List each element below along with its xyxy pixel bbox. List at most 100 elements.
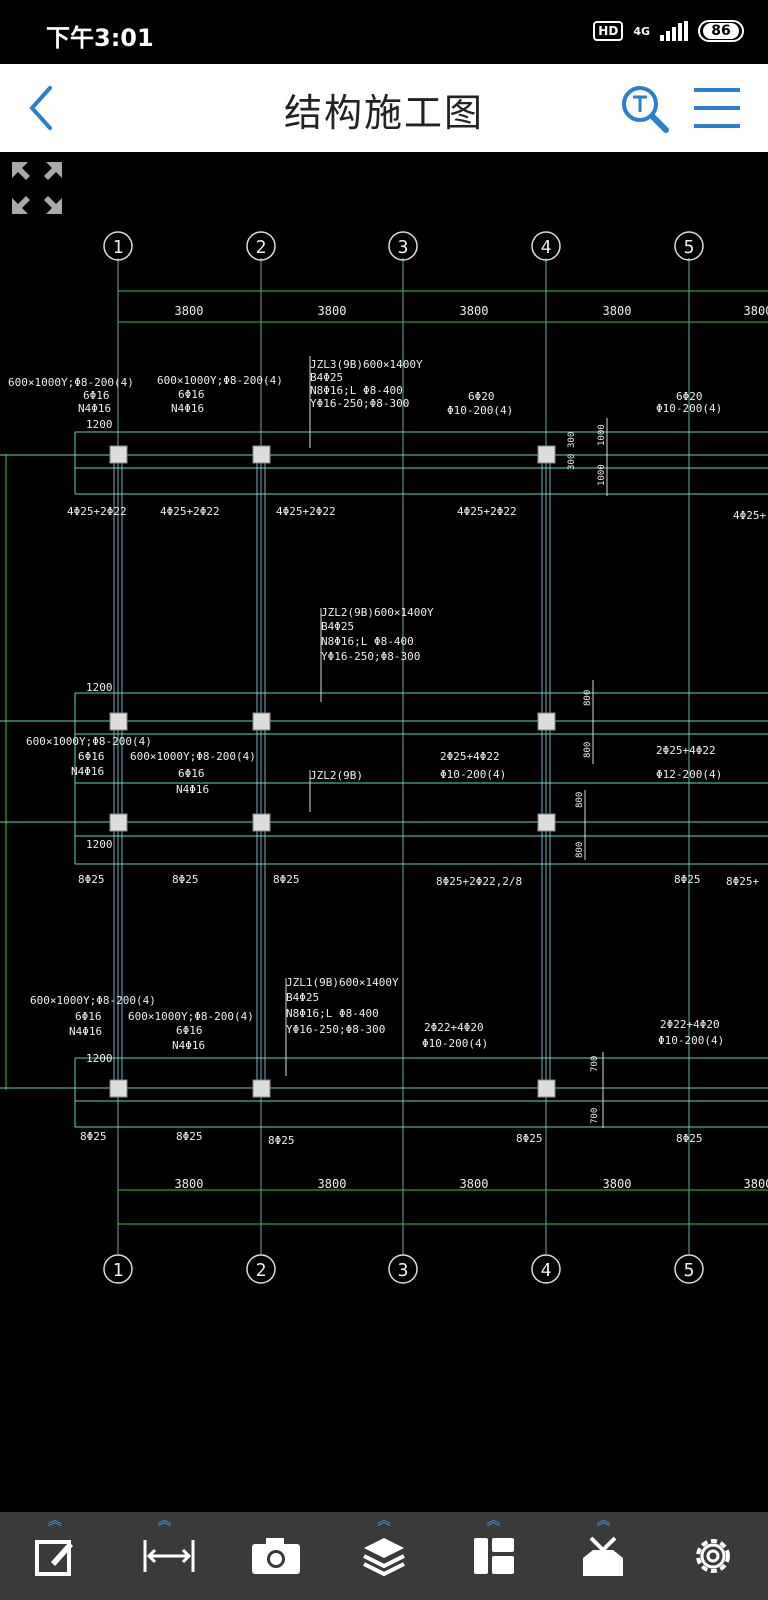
rebar-label: 4Φ25+2Φ22 <box>276 505 336 518</box>
back-icon[interactable] <box>22 82 62 134</box>
rebar-label: 6Φ16 <box>176 1024 203 1037</box>
span-dimension: 3800 <box>460 304 489 318</box>
rebar-label: Φ10-200(4) <box>422 1037 488 1050</box>
dimension: 1200 <box>86 418 113 431</box>
rebar-label: 4Φ25+2Φ22 <box>457 505 517 518</box>
rebar-label: 4Φ25+ <box>733 509 766 522</box>
span-dimension: 3800 <box>318 304 347 318</box>
measure-icon <box>143 1540 195 1572</box>
beam-label: YΦ16-250;Φ8-300 <box>321 650 420 663</box>
rebar-label: Φ10-200(4) <box>447 404 513 417</box>
axis-label: 2 <box>256 1260 267 1281</box>
span-dimension: 3800 <box>175 1177 204 1191</box>
dimension: 1200 <box>86 1052 113 1065</box>
rebar-label: 8Φ25 <box>516 1132 543 1145</box>
menu-icon[interactable] <box>692 84 742 132</box>
axis-label: 1 <box>113 237 124 258</box>
rebar-label: 8Φ25 <box>676 1132 703 1145</box>
dimension: 800 <box>583 690 593 706</box>
chevron-up-icon: ︽ <box>376 1513 391 1529</box>
rebar-label: 8Φ25 <box>176 1130 203 1143</box>
camera-tool-button[interactable] <box>234 1512 314 1600</box>
text-search-icon[interactable] <box>620 82 670 134</box>
beam-label: N8Φ16;L Φ8-400 <box>286 1007 379 1020</box>
beam-label: B4Φ25 <box>310 371 343 384</box>
app-bar: 结构施工图 <box>0 64 768 152</box>
chevron-up-icon: ︽ <box>157 1513 172 1529</box>
beam-label: YΦ16-250;Φ8-300 <box>286 1023 385 1036</box>
chevron-up-icon: ︽ <box>47 1513 62 1529</box>
rebar-label: N4Φ16 <box>71 765 104 778</box>
rebar-label: N4Φ16 <box>176 783 209 796</box>
dimension: 1000 <box>597 424 607 446</box>
axis-label: 5 <box>684 237 695 258</box>
rebar-label: 600×1000Y;Φ8-200(4) <box>157 374 283 387</box>
span-dimension: 3800 <box>744 304 768 318</box>
rebar-label: 600×1000Y;Φ8-200(4) <box>8 376 134 389</box>
dimension: 800 <box>575 792 585 808</box>
rebar-label: N4Φ16 <box>172 1039 205 1052</box>
dimension: 800 <box>583 742 593 758</box>
rebar-label: 8Φ25 <box>674 873 701 886</box>
signal-icon <box>660 21 688 41</box>
tools-tool-button[interactable]: ︽ <box>563 1512 643 1600</box>
rebar-label: Φ12-200(4) <box>656 768 722 781</box>
chevron-up-icon: ︽ <box>486 1513 501 1529</box>
rebar-label: 6Φ20 <box>676 390 703 403</box>
rebar-label: 600×1000Y;Φ8-200(4) <box>26 735 152 748</box>
battery-level: 86 <box>703 23 739 39</box>
rebar-label: 600×1000Y;Φ8-200(4) <box>30 994 156 1007</box>
rebar-label: N4Φ16 <box>171 402 204 415</box>
rebar-label: 6Φ16 <box>78 750 105 763</box>
battery-icon: 86 <box>698 20 744 42</box>
beam-label: JZL3(9B)600×1400Y <box>310 358 423 371</box>
rebar-label: 8Φ25 <box>78 873 105 886</box>
edit-icon <box>34 1540 73 1576</box>
axis-label: 3 <box>398 1260 409 1281</box>
beam-label: N8Φ16;L Φ8-400 <box>310 384 403 397</box>
beam-label: N8Φ16;L Φ8-400 <box>321 635 414 648</box>
span-dimension: 3800 <box>460 1177 489 1191</box>
rebar-label: Φ10-200(4) <box>658 1034 724 1047</box>
rebar-label: 6Φ16 <box>75 1010 102 1023</box>
span-dimension: 3800 <box>603 304 632 318</box>
rebar-label: 8Φ25+ <box>726 875 759 888</box>
dimension: 800 <box>575 842 585 858</box>
cad-drawing[interactable]: 1 2 3 4 5 1 2 3 4 5 3800 3800 3800 3800 … <box>0 152 768 1512</box>
rebar-label: 8Φ25+2Φ22,2/8 <box>436 875 522 888</box>
rebar-label: 600×1000Y;Φ8-200(4) <box>130 750 256 763</box>
page-title: 结构施工图 <box>283 91 484 135</box>
rebar-label: 6Φ20 <box>468 390 495 403</box>
columns <box>109 445 556 1098</box>
layers-tool-button[interactable]: ︽ <box>344 1512 424 1600</box>
rebar-label: 8Φ25 <box>80 1130 107 1143</box>
rebar-label: 8Φ25 <box>273 873 300 886</box>
rebar-label: 4Φ25+2Φ22 <box>67 505 127 518</box>
fullscreen-icon[interactable] <box>12 162 62 214</box>
layout-tool-button[interactable]: ︽ <box>454 1512 534 1600</box>
axis-label: 1 <box>113 1260 124 1281</box>
beam-label: B4Φ25 <box>286 991 319 1004</box>
dimension: 700 <box>590 1108 600 1124</box>
beam-label: JZL2(9B)600×1400Y <box>321 606 434 619</box>
beam-label: JZL1(9B)600×1400Y <box>286 976 399 989</box>
rebar-label: 2Φ22+4Φ20 <box>660 1018 720 1031</box>
layout-icon <box>473 1538 514 1574</box>
rebar-label: 6Φ16 <box>178 388 205 401</box>
rebar-label: Φ10-200(4) <box>656 402 722 415</box>
rebar-label: 6Φ16 <box>83 389 110 402</box>
bottom-toolbar: ︽ ︽ ︽ ︽ <box>0 1512 768 1600</box>
rebar-label: 8Φ25 <box>268 1134 295 1147</box>
measure-tool-button[interactable]: ︽ <box>125 1512 205 1600</box>
edit-tool-button[interactable]: ︽ <box>15 1512 95 1600</box>
chevron-up-icon: ︽ <box>596 1513 611 1529</box>
beam-label: JZL2(9B) <box>310 769 363 782</box>
settings-tool-button[interactable] <box>673 1512 753 1600</box>
rebar-label: 2Φ22+4Φ20 <box>424 1021 484 1034</box>
drawing-canvas[interactable]: 1 2 3 4 5 1 2 3 4 5 3800 3800 3800 3800 … <box>0 152 768 1512</box>
axis-label: 5 <box>684 1260 695 1281</box>
axis-label: 3 <box>398 237 409 258</box>
axis-label: 2 <box>256 237 267 258</box>
status-bar: 下午3:01 HD 4G 86 <box>0 0 768 64</box>
rebar-label: N4Φ16 <box>78 402 111 415</box>
